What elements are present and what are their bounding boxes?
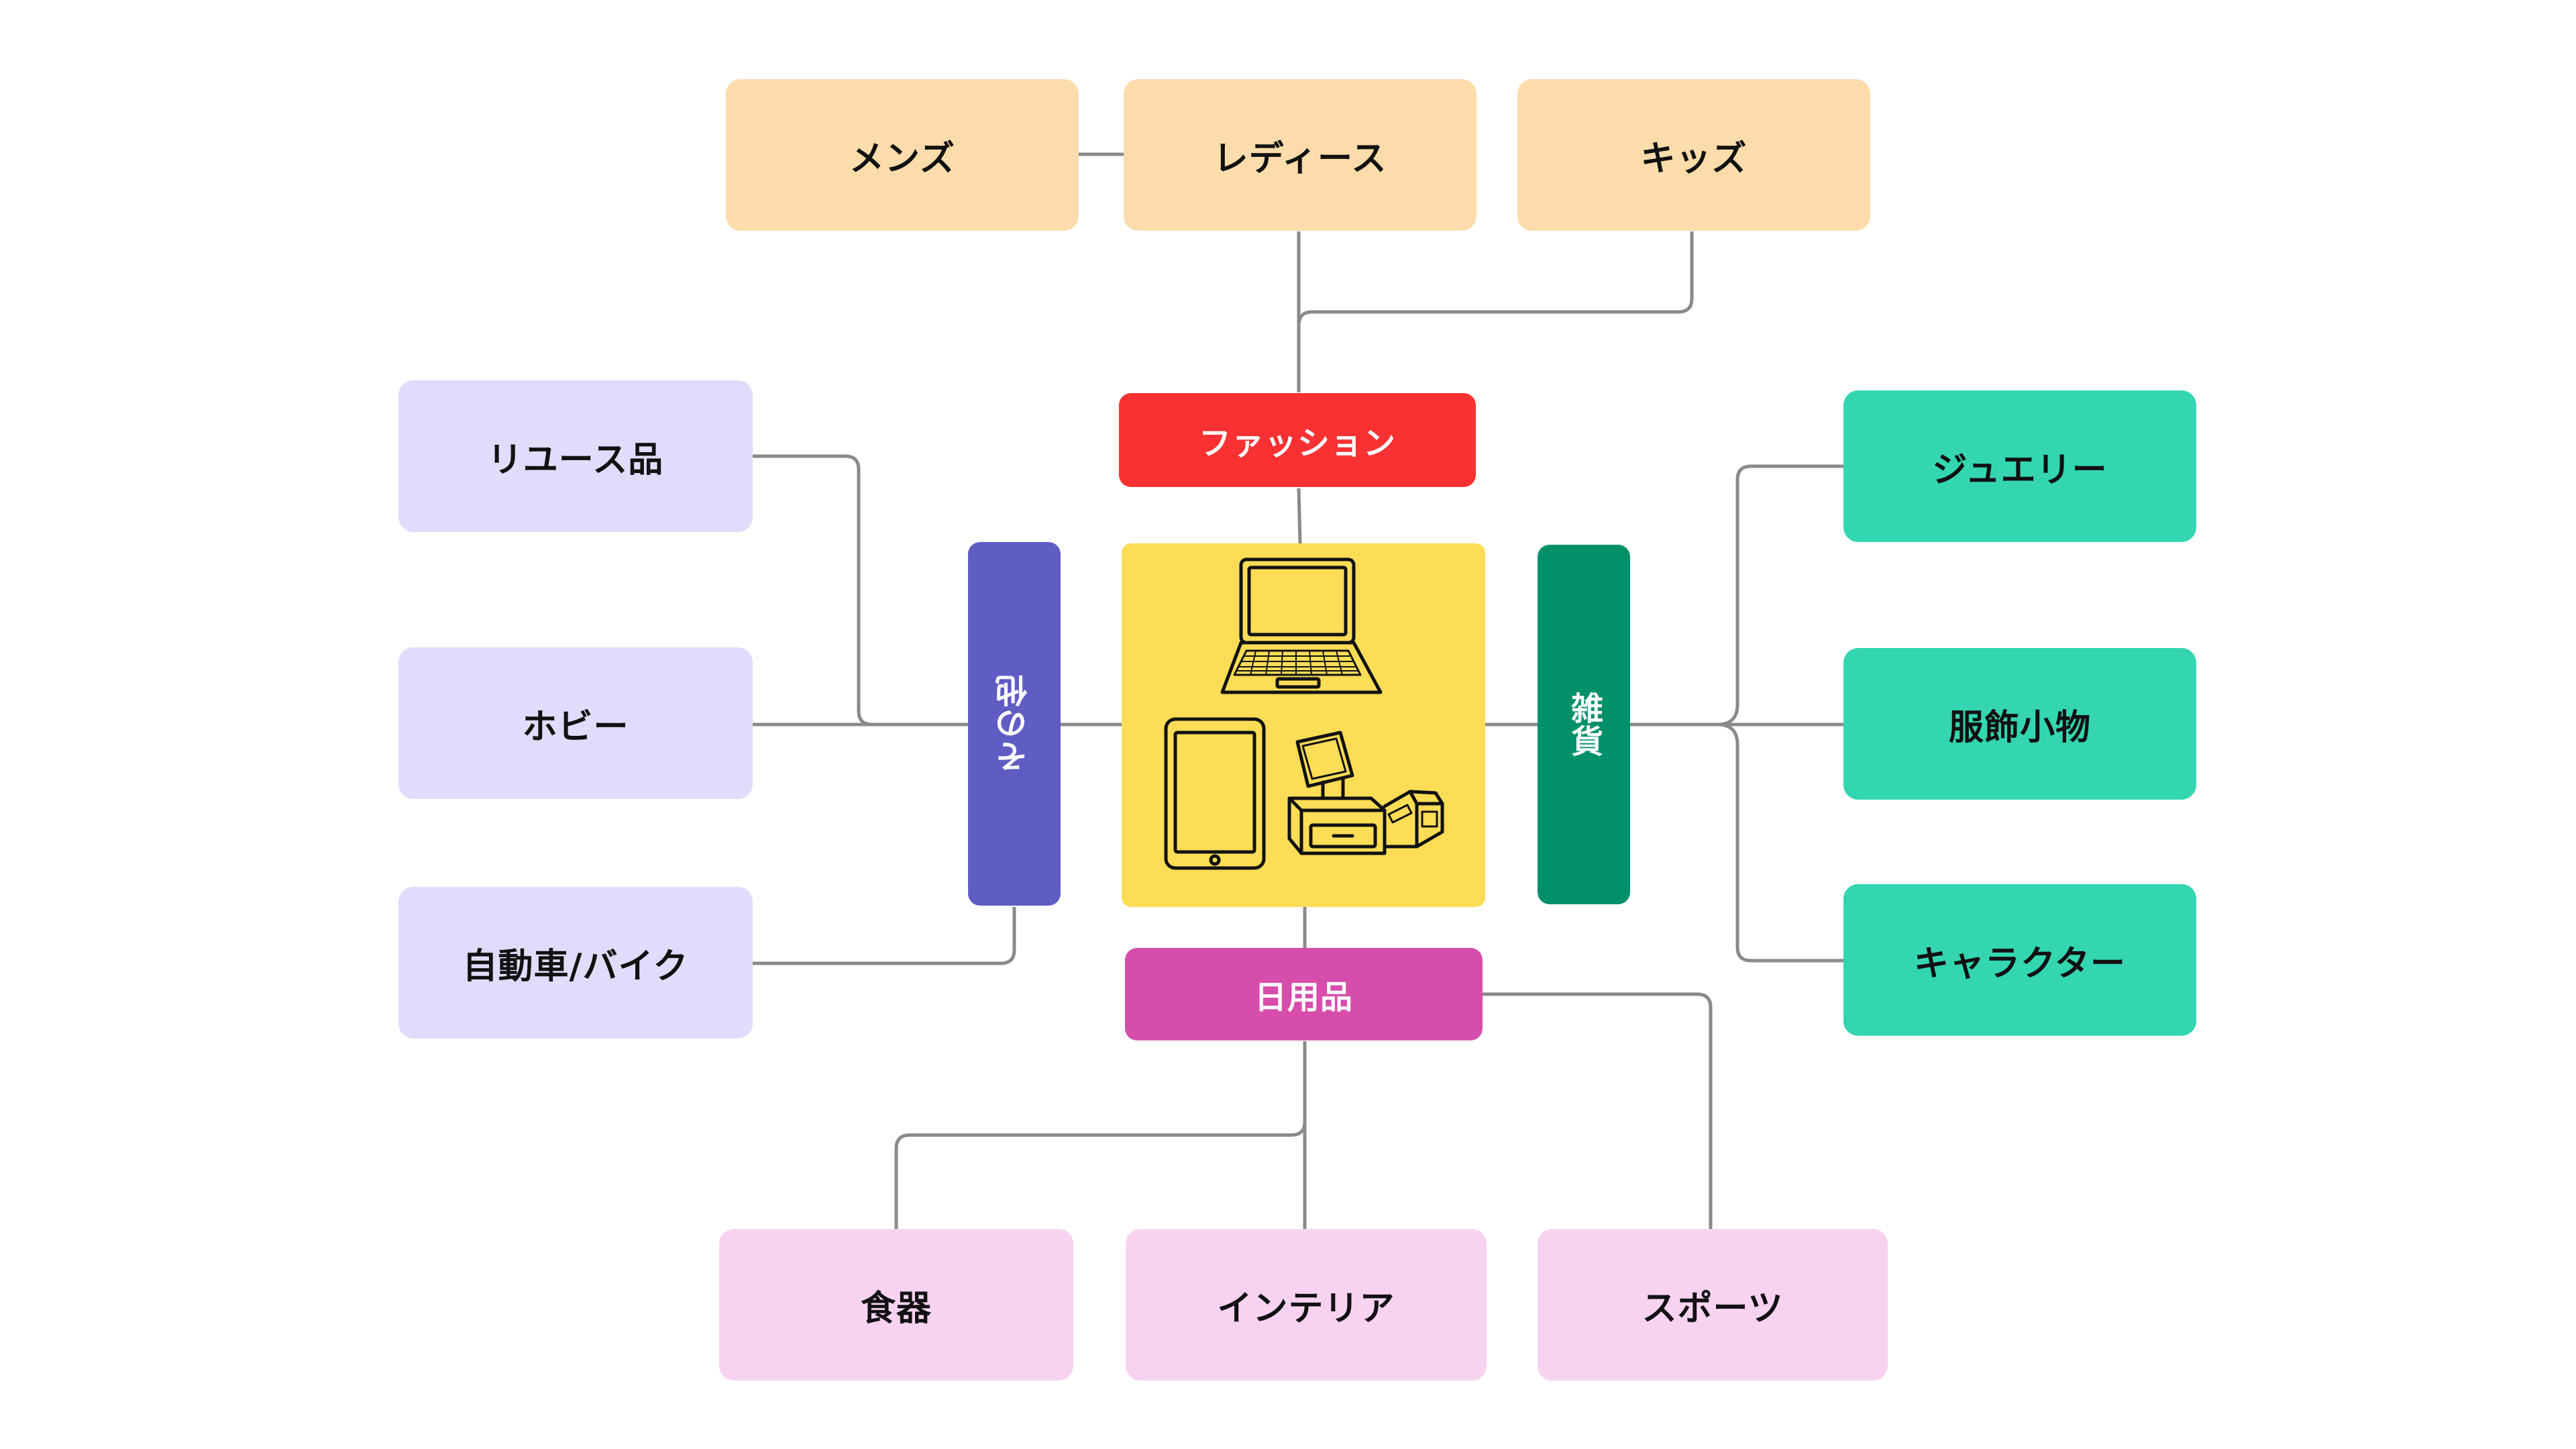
node-label: スポーツ (1642, 1288, 1784, 1329)
misc-item-character[interactable]: キャラクター (1843, 884, 2196, 1036)
laptop-icon (1220, 557, 1383, 694)
connector-daily-tableware (894, 1041, 1307, 1229)
connector-misc-character (1717, 722, 1843, 963)
node-label: 服飾小物 (1948, 707, 2091, 748)
node-label: インテリア (1217, 1288, 1395, 1329)
other-item-hobby[interactable]: ホビー (398, 647, 753, 799)
connector-misc-jewelry (1717, 464, 1843, 727)
misc-item-jewelry[interactable]: ジュエリー (1843, 390, 2196, 542)
hub-label: 雑貨 (1565, 692, 1603, 757)
node-label: キャラクター (1914, 943, 2126, 984)
hub-label: その他 (996, 674, 1033, 773)
hub-label: 日用品 (1254, 979, 1353, 1016)
fashion-item-kids[interactable]: キッズ (1517, 79, 1870, 231)
connector-reuse-other (753, 454, 969, 727)
pos-devices-icon (1164, 557, 1444, 870)
node-label: 食器 (860, 1288, 932, 1329)
other-item-reuse[interactable]: リユース品 (398, 380, 753, 532)
node-label: ホビー (522, 706, 629, 747)
daily-item-sports[interactable]: スポーツ (1538, 1229, 1888, 1381)
hub-misc[interactable]: 雑貨 (1538, 545, 1630, 904)
pos-register-icon (1287, 731, 1444, 855)
other-item-car-bike[interactable]: 自動車/バイク (398, 887, 753, 1038)
center-pos-devices (1122, 543, 1485, 907)
hub-label: ファッション (1198, 425, 1396, 462)
node-label: メンズ (849, 138, 955, 179)
node-label: キッズ (1640, 138, 1748, 179)
hub-daily-goods[interactable]: 日用品 (1125, 948, 1483, 1040)
connector-fashion-center (1297, 488, 1302, 544)
daily-item-tableware[interactable]: 食器 (719, 1229, 1073, 1381)
fashion-item-mens[interactable]: メンズ (726, 79, 1079, 231)
hub-fashion[interactable]: ファッション (1119, 393, 1476, 487)
misc-item-fashion-accessories[interactable]: 服飾小物 (1843, 648, 2196, 800)
connector-daily-sports (1483, 992, 1713, 1229)
tablet-icon (1164, 717, 1266, 870)
connector-car-other (753, 907, 1016, 965)
node-label: リユース品 (487, 439, 664, 480)
daily-item-interior[interactable]: インテリア (1126, 1229, 1487, 1381)
hub-other[interactable]: その他 (968, 542, 1061, 906)
fashion-item-ladies[interactable]: レディース (1124, 79, 1477, 231)
node-label: ジュエリー (1932, 449, 2108, 490)
node-label: 自動車/バイク (462, 946, 689, 987)
node-label: レディース (1213, 138, 1387, 179)
connector-kids-fashion (1297, 231, 1694, 326)
